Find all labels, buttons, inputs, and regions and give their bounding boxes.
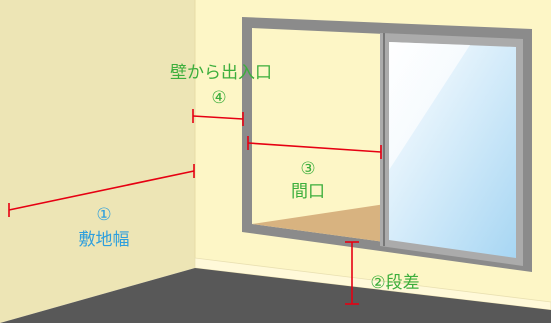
measure-4-wall-to-entrance xyxy=(192,109,244,126)
measure-3-frontage xyxy=(247,136,382,159)
glass-highlight xyxy=(389,42,470,170)
floor xyxy=(0,268,551,323)
measure-1-site-width xyxy=(8,164,195,217)
label-1-site-width: 敷地幅 xyxy=(79,230,130,250)
label-3-frontage: 間口 xyxy=(291,182,325,202)
baseboard xyxy=(194,257,551,311)
opening-floor xyxy=(252,204,385,242)
label-1-number: ① xyxy=(96,205,111,225)
label-2-step-height: ②段差 xyxy=(370,273,419,293)
label-4-number: ④ xyxy=(211,88,226,108)
left-wall xyxy=(0,0,195,323)
label-4-wall-to-entrance: 壁から出入口 xyxy=(170,63,272,83)
measure-2-step-height xyxy=(345,241,359,305)
window-opening xyxy=(252,28,385,242)
label-3-number: ③ xyxy=(300,159,315,179)
